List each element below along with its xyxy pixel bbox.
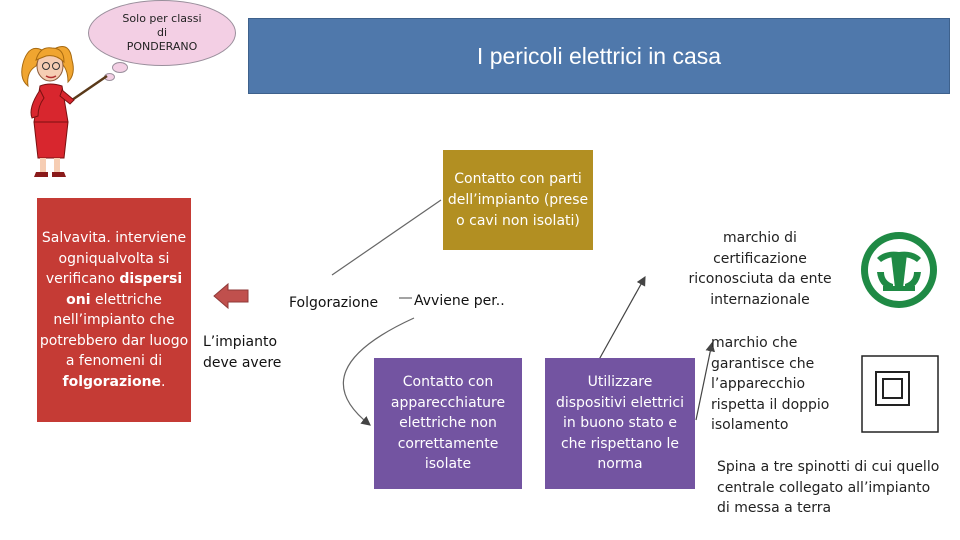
impianto-label: L’impianto deve avere <box>203 334 282 371</box>
note-line-3: PONDERANO <box>126 40 198 53</box>
avviene-to-apparecchiature-arrow <box>342 317 415 426</box>
imq-certification-icon <box>861 232 937 308</box>
note-line-2: di <box>156 26 168 39</box>
utilizzare-dispositivi-text: Utilizzare dispositivi elettrici in buon… <box>555 374 685 473</box>
marchio-certificazione-label: marchio di certificazione riconosciuta d… <box>688 230 832 308</box>
salvavita-text: Salvavita. interviene ogniqualvolta si v… <box>41 230 187 287</box>
contatto-parti-text: Contatto con parti dell’impianto (prese … <box>447 170 589 229</box>
utilizzare-to-isolamento-arrow <box>695 341 715 421</box>
contatto-apparecchiature-box: Contatto con apparecchiature elettriche … <box>374 358 522 489</box>
folgorazione-to-contatto-line <box>331 199 442 276</box>
pointer-stick <box>71 74 108 102</box>
folgorazione-label: Folgorazione <box>289 295 379 311</box>
salvavita-bold-dispersioni: dispersi oni <box>66 271 183 308</box>
bubble-tail-dot <box>112 62 128 73</box>
spina-label: Spina a tre spinotti di cui quello centr… <box>717 459 940 516</box>
utilizzare-dispositivi-box: Utilizzare dispositivi elettrici in buon… <box>545 358 695 489</box>
salvavita-box: Salvavita. interviene ogniqualvolta si v… <box>37 198 191 422</box>
contatto-apparecchiature-text: Contatto con apparecchiature elettriche … <box>390 374 506 473</box>
utilizzare-to-marchio-arrow <box>595 275 646 366</box>
page-title: I pericoli elettrici in casa <box>248 18 950 94</box>
avviene-label: Avviene per.. <box>414 293 505 309</box>
teacher-illustration <box>21 46 108 177</box>
class-note-bubble: Solo per classi di PONDERANO <box>88 0 236 66</box>
contatto-parti-box: Contatto con parti dell’impianto (prese … <box>443 150 593 250</box>
note-line-1: Solo per classi <box>122 12 202 25</box>
marchio-isolamento-label: marchio che garantisce che l’apparecchio… <box>711 335 830 433</box>
salvavita-text-middle: elettriche nell’impianto che potrebbero … <box>39 291 189 370</box>
salvavita-bold-folgorazione: folgorazione <box>62 373 162 390</box>
salvavita-text-suffix: . <box>161 373 166 390</box>
double-insulation-icon <box>861 355 939 433</box>
left-arrow-icon <box>213 282 249 310</box>
